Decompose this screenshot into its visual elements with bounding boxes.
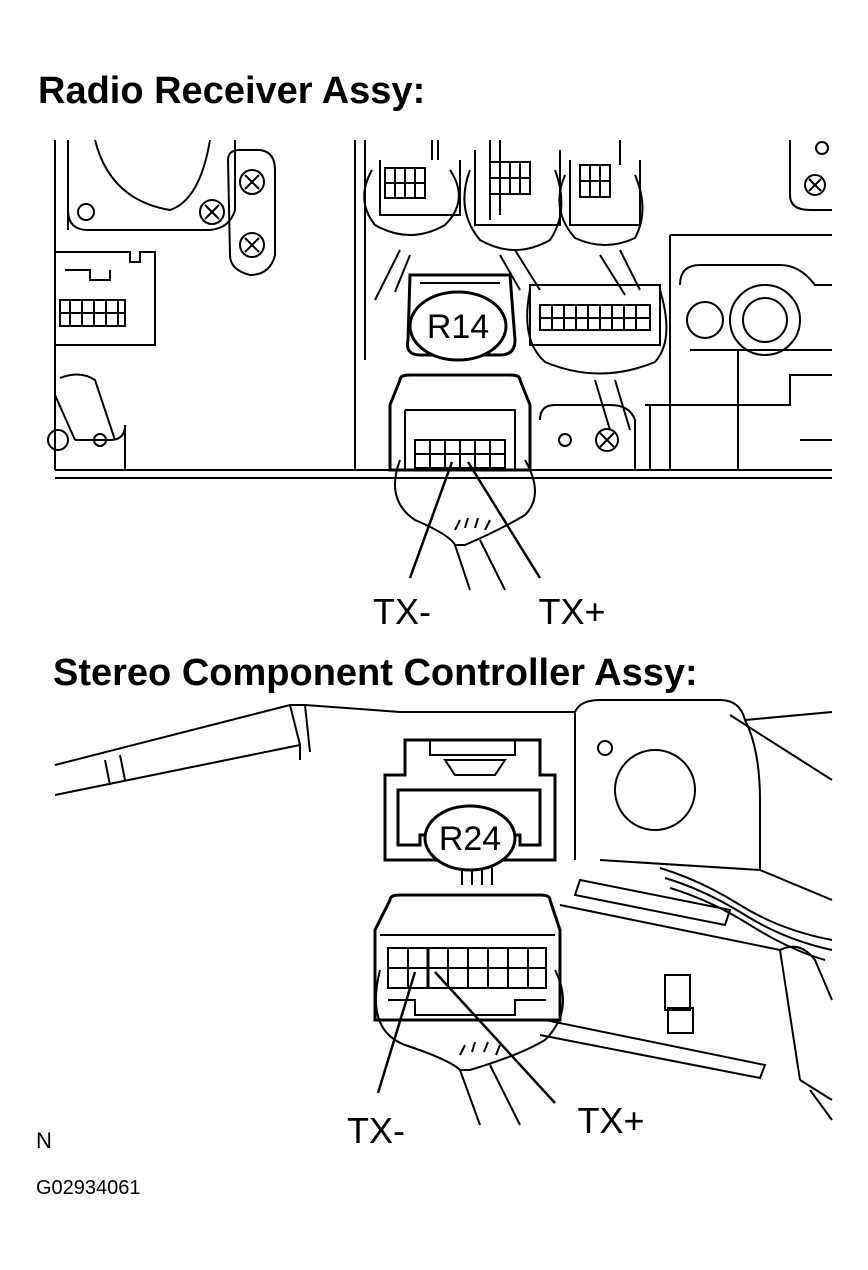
connector-r24-label: R24 — [423, 804, 517, 872]
r24-tx-plus-label: TX+ — [577, 1100, 644, 1141]
stereo-controller-title: Stereo Component Controller Assy: — [53, 652, 698, 694]
radio-receiver-title: Radio Receiver Assy: — [38, 70, 426, 112]
r14-tx-plus-label: TX+ — [538, 591, 605, 632]
r14-tx-minus-label: TX- — [373, 591, 431, 632]
connector-r14-label: R14 — [408, 290, 508, 362]
connector-r24-text: R24 — [439, 820, 501, 858]
connector-r14-text: R14 — [427, 308, 489, 346]
figure-code: G02934061 — [36, 1177, 141, 1199]
stereo-controller-drawing — [54, 699, 833, 1126]
footer-note: N — [36, 1128, 52, 1153]
radio-receiver-drawing — [47, 139, 832, 591]
r24-tx-minus-label: TX- — [347, 1110, 405, 1151]
